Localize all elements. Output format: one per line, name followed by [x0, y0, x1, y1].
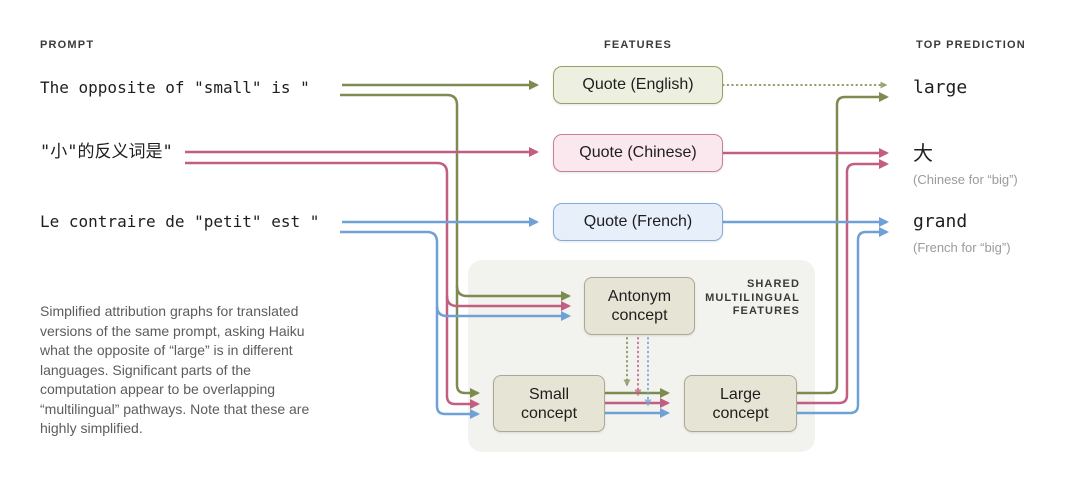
shared-multilingual-features-label: SHARED MULTILINGUAL FEATURES: [650, 278, 800, 319]
prediction-chinese-note: (Chinese for “big”): [913, 172, 1018, 187]
shared-label-line: SHARED: [746, 278, 800, 290]
arrow-french-prompt-to-small-concept: [340, 230, 480, 419]
prediction-chinese: 大: [913, 141, 933, 165]
node-small-concept: Small concept: [493, 375, 605, 432]
prompt-chinese: "小"的反义词是": [40, 142, 173, 162]
arrow-english-prompt-to-small-concept: [340, 93, 480, 398]
caption-line: what the opposite of “large” is in diffe…: [40, 342, 293, 358]
shared-label-line: FEATURES: [732, 305, 800, 317]
prompt-english: The opposite of "small" is ": [40, 78, 310, 97]
feature-box-quote-chinese-label: Quote (Chinese): [579, 144, 697, 161]
caption-line: “multilingual” pathways. Note that these…: [40, 400, 310, 417]
figure-caption: Simplified attribution graphs for transl…: [40, 302, 309, 439]
prompt-column-header: PROMPT: [40, 39, 95, 51]
top-prediction-column-header: TOP PREDICTION: [916, 39, 1026, 51]
arrow-chinese-branch-to-antonym-concept: [445, 295, 571, 311]
node-small-concept-label: Small concept: [520, 385, 578, 422]
feature-box-quote-french: Quote (French): [553, 203, 723, 241]
arrow-large-concept-to-prediction-french: [797, 227, 889, 415]
caption-line: versions of the same prompt, asking Haik…: [40, 322, 305, 339]
caption-line: Simplified attribution graphs for transl…: [40, 303, 299, 319]
features-column-header: FEATURES: [603, 39, 673, 51]
prediction-french: grand: [913, 211, 968, 232]
prompt-french: Le contraire de "petit" est ": [40, 212, 320, 231]
feature-box-quote-chinese: Quote (Chinese): [553, 134, 723, 172]
feature-box-quote-english-label: Quote (English): [582, 76, 694, 93]
arrow-french-branch-to-antonym-concept: [435, 305, 571, 321]
shared-label-line: MULTILINGUAL: [705, 291, 800, 304]
caption-line: computation appear to be overlapping: [40, 381, 276, 397]
node-antonym-concept: Antonym concept: [584, 277, 695, 335]
prediction-english: large: [913, 77, 968, 98]
arrow-large-concept-to-prediction-english: [797, 92, 889, 395]
node-antonym-concept-label: Antonym concept: [607, 288, 672, 324]
arrow-english-branch-to-antonym-concept: [455, 285, 571, 301]
arrow-chinese-prompt-to-small-concept: [185, 161, 480, 409]
feature-box-quote-french-label: Quote (French): [583, 213, 693, 230]
node-large-concept-label: Large concept: [712, 385, 769, 422]
arrow-large-concept-to-prediction-chinese: [797, 159, 889, 405]
feature-box-quote-english: Quote (English): [553, 66, 723, 104]
caption-line: highly simplified.: [40, 420, 143, 436]
node-large-concept: Large concept: [684, 375, 797, 432]
caption-line: languages. Significant parts of the: [40, 361, 251, 378]
prediction-french-note: (French for “big”): [913, 240, 1011, 255]
